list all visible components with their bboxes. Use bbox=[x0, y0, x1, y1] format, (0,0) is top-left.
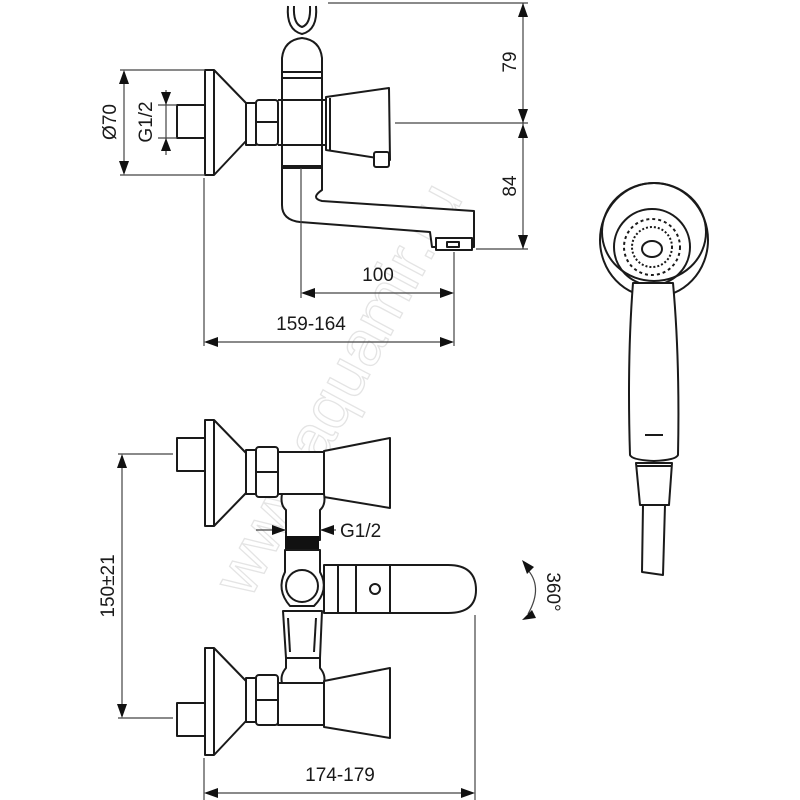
dim-spout-reach: 100 bbox=[362, 265, 394, 286]
dim-rotation: 360° bbox=[542, 572, 563, 611]
shower-holder bbox=[286, 5, 318, 35]
handle bbox=[325, 87, 391, 161]
dim-inlet-thread: G1/2 bbox=[136, 101, 157, 142]
wall-flange bbox=[204, 69, 247, 176]
thread-marker bbox=[285, 536, 319, 550]
handle-lower bbox=[323, 667, 391, 739]
side-view: Ø70 G1/2 79 84 100 159-164 bbox=[100, 2, 528, 347]
valve-body bbox=[281, 71, 323, 169]
shower-head bbox=[599, 182, 709, 298]
aerator bbox=[435, 237, 473, 251]
inlet-stub-upper bbox=[176, 437, 206, 472]
inlet-stub-lower bbox=[176, 702, 206, 737]
dim-outlet-thread: G1/2 bbox=[340, 521, 381, 542]
hose-nut bbox=[635, 462, 673, 506]
center-nozzle bbox=[641, 240, 663, 258]
inlet-stub bbox=[176, 104, 206, 139]
dim-inlet-centers: 150±21 bbox=[98, 554, 119, 617]
hand-shower bbox=[599, 182, 709, 576]
handle-upper bbox=[323, 437, 391, 509]
shower-handle bbox=[628, 282, 680, 462]
dim-height-top: 79 bbox=[500, 51, 521, 72]
dim-total-depth-front: 174-179 bbox=[305, 765, 375, 786]
dim-flange-diameter: Ø70 bbox=[100, 104, 121, 140]
dim-height-bottom: 84 bbox=[500, 175, 521, 197]
spout bbox=[281, 167, 475, 248]
shower-hose bbox=[641, 504, 666, 576]
diverter-lever bbox=[323, 564, 477, 614]
holder-cap bbox=[281, 37, 323, 73]
rotation-arc bbox=[525, 567, 537, 615]
dim-total-depth-side: 159-164 bbox=[276, 314, 346, 335]
front-view: 150±21 G1/2 174-179 360° bbox=[98, 419, 563, 800]
flange-lower bbox=[204, 647, 247, 756]
